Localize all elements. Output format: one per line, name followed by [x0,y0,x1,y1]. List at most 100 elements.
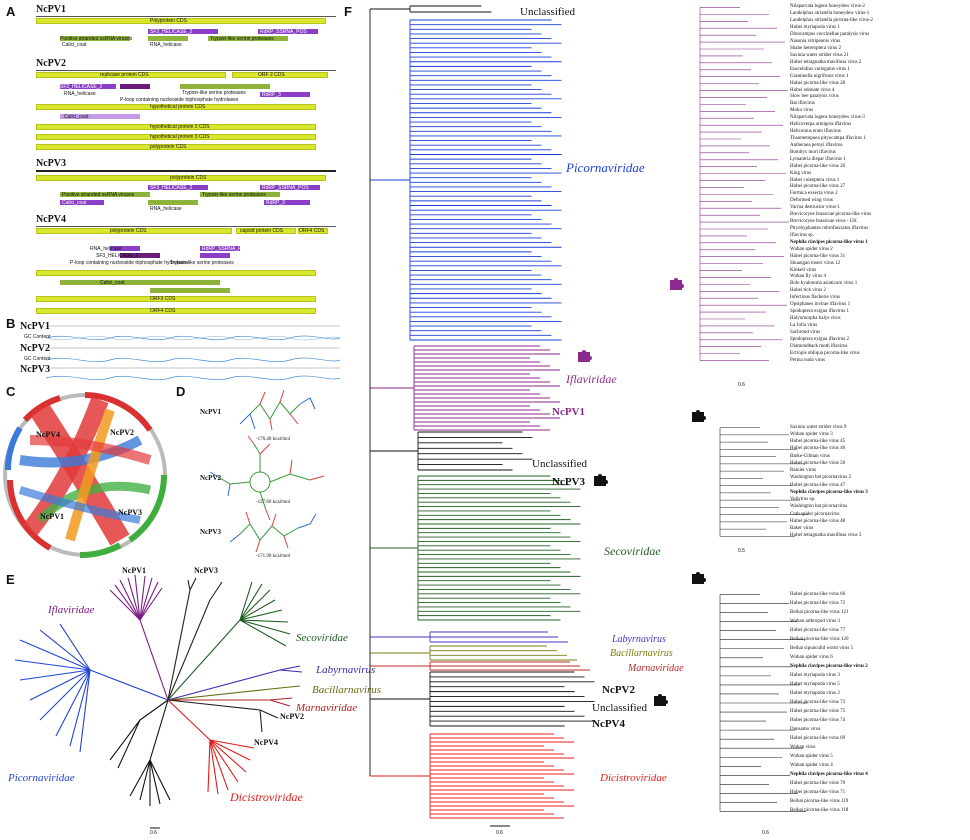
subtree-taxon-label: Nasonia vitripennis virus [790,39,841,45]
subtree-taxon-label: Shahe heteroptera virus 2 [790,46,841,51]
e-marnaviridae-label: Marnaviridae [296,702,358,714]
subtree-taxon-label: Washington bat picornavirus 2 [790,475,852,481]
subtree-taxon-label: Nephila clavipes picorna-like virus 4 [790,772,868,778]
ncpv1-rnahel-feature [148,36,188,41]
ncpv4-orf4-label: ORF4 CDS [299,228,325,234]
subtree-taxon-label: Washington bat picornavirus [790,504,848,510]
ncpv4-rnahel-feature [110,246,140,251]
ncpv2-genome-label: NcPV2 [36,58,66,69]
panel-b-label: B [6,316,16,331]
subtree-taxon-label: La Jolla virus [790,322,818,328]
ncpv2-poly-label: polyprotein CDS [150,144,187,150]
subtree-taxon-label: Hubei picorna-like virus 26 [790,163,846,169]
ncpv4-capsid2-bar [36,270,316,276]
ncpv2-hypo-label: hypothetical protein CDS [150,104,206,110]
subtree-taxon-label: Saxinia water strider virus 9 [790,424,847,430]
subtree-taxon-label: Lymantria dispar iflavirus 1 [790,156,846,162]
ncpv2-calici-label: Calici_coat [64,114,89,120]
f-ncpv4-label: NcPV4 [592,718,625,730]
e-bacillarnavirus-clade [167,685,301,701]
panel-e-unrooted-tree [14,574,303,829]
ncpv4-orf4-label2: ORF4 CDS [150,308,176,314]
subtree-taxon-label: Beihai sipunculid worm virus 5 [790,645,854,651]
panel-b-gc-axis-1: GC Content [24,334,51,340]
subtree-taxon-label: Moku virus [790,108,814,114]
subtree-taxon-label: Hubei picorna-like virus 50 [790,460,846,466]
ncpv2-aaa-feature [120,84,150,89]
subtree-taxon-label: Hubei myriapoda virus 3 [790,672,840,678]
subtree-taxon-label: Hubei picorna-like virus 70 [790,781,846,787]
e-dicistroviridae-clade [167,699,255,795]
panel-f-main-tree [369,5,595,827]
ncpv4-orf4-bar [298,228,328,234]
e-ncpv2-label: NcPV2 [280,712,304,721]
subtree-taxon-label: Nephila clavipes picorna-like virus 2 [790,663,868,669]
puzzle-icon-sub-bottom [692,572,706,584]
subtree-taxon-label: Perina nuda virus [790,357,825,363]
e-ncpv2-ncpv4-branch [167,699,279,733]
panel-f-label: F [344,4,352,19]
subtree-taxon-label: Nilaparvata lugens honeydew virus-2 [790,4,865,10]
subtree-taxon-label: Diamondback moth iflavirus [790,343,848,349]
panel-d-energy-1: -176.40 kcal/mol [256,437,291,442]
panel-d-ncpv2: NcPV2 [200,474,221,482]
subtree-taxon-label: Beihai picorna-like virus 120 [790,636,849,642]
e-bacillarnavirus-label: Bacillarnavirus [312,684,382,696]
ncpv4-capsid-bar [236,228,296,234]
ncpv3-trypsin-feature [200,192,280,197]
puzzle-icon-ncpv4 [654,694,668,706]
subtree-taxon-label: Nilaparvata lugens honeydew virus-3 [790,115,865,121]
ncpv1-rnahel-label: RNA_helicase [150,42,182,48]
ncpv1-helicase-feature [148,29,218,34]
ncpv2-replicase-bar [36,72,226,78]
ncpv1-trypsin-label: Trypsin-like serine proteases [210,36,274,42]
subtree-taxon-label: Opsiphanes invirae iflavirus 1 [790,302,851,308]
ncpv2-poly-bar [36,144,316,150]
e-ncpv1-label: NcPV1 [122,566,146,575]
subtree-taxon-label: Graminella nigrifrons virus 1 [790,73,849,79]
subtree-taxon-label: Wuhan spider virus 3 [790,431,833,437]
rna-structure-ncpv1 [239,389,316,431]
subtree-taxon-label: King virus [790,170,812,176]
ncpv3-calici-feature [60,200,104,205]
ncpv4-calici-label: Calici_coat [100,280,125,286]
ncpv4-rdrp3-feature [200,253,230,258]
subtree-taxon-label: Beihai picorna-like virus 119 [790,799,849,805]
f-unclassified-low: Unclassified [592,702,647,714]
rna-structure-ncpv2 [209,435,325,521]
ncpv2-hypo2-label: hypothetical protein 2 CDS [150,124,210,130]
e-secoviridae-clade [167,581,291,701]
f-subtree-top-scale: 0.6 [738,382,745,388]
subtree-taxon-label: Dinocampus coccinellae paralysis virus [790,32,870,38]
subtree-taxon-label: Wuhan fly virus 4 [790,274,827,280]
e-dicistroviridae-label: Dicistroviridae [230,790,303,804]
subtree-taxon-label: Hubei picorna-like virus 31 [790,253,846,259]
ncpv1-pos-label: Positive stranded ssRNA viruses [60,36,133,42]
ncpv1-cds-label: Polyprotein CDS [150,18,187,24]
subtree-taxon-label: Wuhan spider virus 6 [790,654,833,660]
ncpv2-hypo3-label: hypothetical protein 3 CDS [150,134,210,140]
e-labyrnavirus-clade [167,665,303,701]
subtree-taxon-label: Bat iflavirus [790,101,815,107]
subtree-taxon-label: Hubei tetragnatha maxillosa virus 2 [790,59,862,65]
ncpv4-rnahel-label: RNA_helicase [90,246,122,252]
ncpv3-cds-label: polyprotein CDS [170,175,207,181]
e-ncpv3-label: NcPV3 [194,566,218,575]
ncpv3-rdrp-feature [260,185,320,190]
subtree-taxon-label: Hubei picorna-like virus 77 [790,627,846,633]
subtree-taxon-label: Halyomorpha halys virus [790,316,841,321]
ncpv3-sf3-feature [148,185,208,190]
f-ncpv2-label: NcPV2 [602,684,635,696]
panel-d-ncpv1: NcPV1 [200,408,221,416]
panel-c-circos [3,392,167,559]
ncpv4-genome-label: NcPV4 [36,214,66,225]
ncpv2-calici-feature [60,114,140,119]
ncpv3-trypsin-label: Trypsin-like serine proteases [202,192,266,198]
subtree-taxon-label: Saxinia water strider virus 21 [790,52,849,58]
subtree-taxon-label: Volivirus sp. [790,497,816,503]
panel-b-row-ncpv1 [45,325,341,341]
panel-c-label: C [6,384,16,399]
subtree-taxon-label: Kinkell virus [790,267,817,273]
ncpv4-rdrp-feature [200,246,240,251]
subtree-taxon-label: Bombyx mori iflavirus [790,149,836,155]
